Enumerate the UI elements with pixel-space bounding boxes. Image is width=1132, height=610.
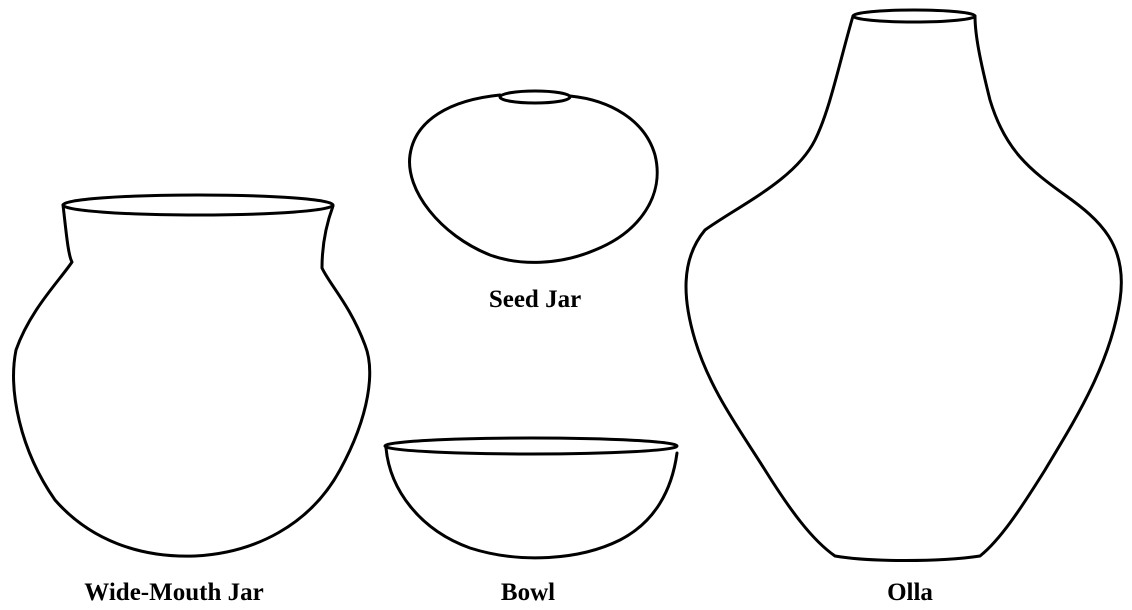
label-bowl: Bowl — [501, 579, 555, 606]
label-seed-jar: Seed Jar — [489, 286, 581, 313]
bowl-body — [386, 448, 677, 558]
label-wide-mouth-jar: Wide-Mouth Jar — [84, 579, 263, 606]
wide-mouth-jar-drawing — [14, 195, 370, 556]
seed-jar-body — [410, 95, 658, 262]
olla-rim — [853, 10, 975, 22]
bowl-drawing — [385, 438, 677, 558]
seed-jar-rim — [500, 91, 570, 103]
olla-body — [686, 16, 1121, 561]
olla-drawing — [686, 10, 1121, 561]
bowl-rim — [385, 438, 677, 454]
wide-mouth-jar-body — [14, 205, 370, 556]
label-olla: Olla — [887, 579, 933, 606]
wide-mouth-jar-rim — [63, 195, 333, 215]
seed-jar-drawing — [410, 91, 658, 262]
